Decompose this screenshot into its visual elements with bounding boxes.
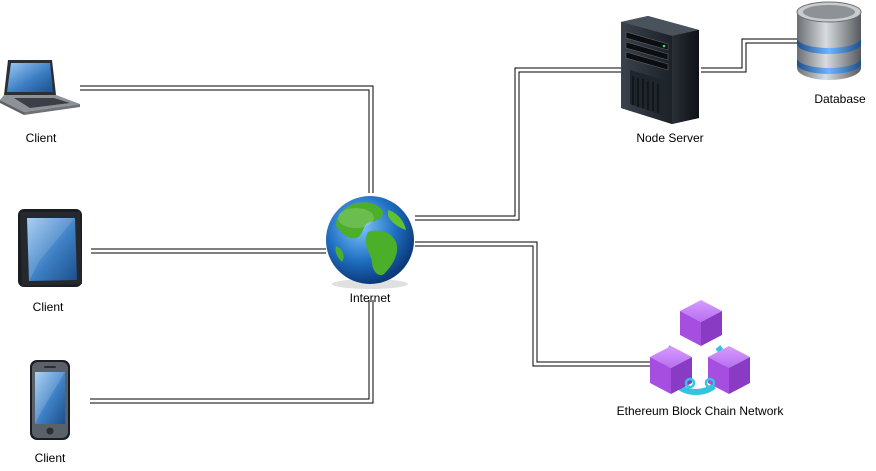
database-label: Database xyxy=(814,92,866,106)
database-cylinder-icon[interactable] xyxy=(796,1,862,80)
server-tower-icon[interactable] xyxy=(621,16,699,124)
globe-icon[interactable] xyxy=(326,196,414,289)
node-server-label: Node Server xyxy=(636,131,704,145)
client-tablet-label: Client xyxy=(32,300,64,314)
connector-laptop-internet-inner xyxy=(80,89,370,193)
connector-phone-internet xyxy=(90,300,370,400)
connector-server-database-inner xyxy=(701,42,803,73)
blockchain-cubes-icon[interactable] xyxy=(650,300,750,395)
phone-icon[interactable] xyxy=(30,360,70,440)
client-phone-label: Client xyxy=(34,451,66,465)
connector-phone-internet-inner xyxy=(90,300,374,404)
cube-top xyxy=(680,300,722,346)
connector-internet-server-inner xyxy=(415,71,621,221)
laptop-icon[interactable] xyxy=(0,60,80,115)
cube-left xyxy=(650,346,692,394)
connector-server-database xyxy=(701,38,803,69)
client-laptop-label: Client xyxy=(25,131,57,145)
connector-laptop-internet xyxy=(80,85,374,193)
internet-label: Internet xyxy=(349,291,391,305)
ethereum-label: Ethereum Block Chain Network xyxy=(616,404,784,418)
connector-internet-ethereum-inner xyxy=(415,245,652,367)
connector-internet-server xyxy=(415,67,621,217)
tablet-icon[interactable] xyxy=(18,209,82,287)
connector-internet-ethereum xyxy=(415,241,652,363)
connectors xyxy=(80,38,803,404)
cube-right xyxy=(708,346,750,394)
